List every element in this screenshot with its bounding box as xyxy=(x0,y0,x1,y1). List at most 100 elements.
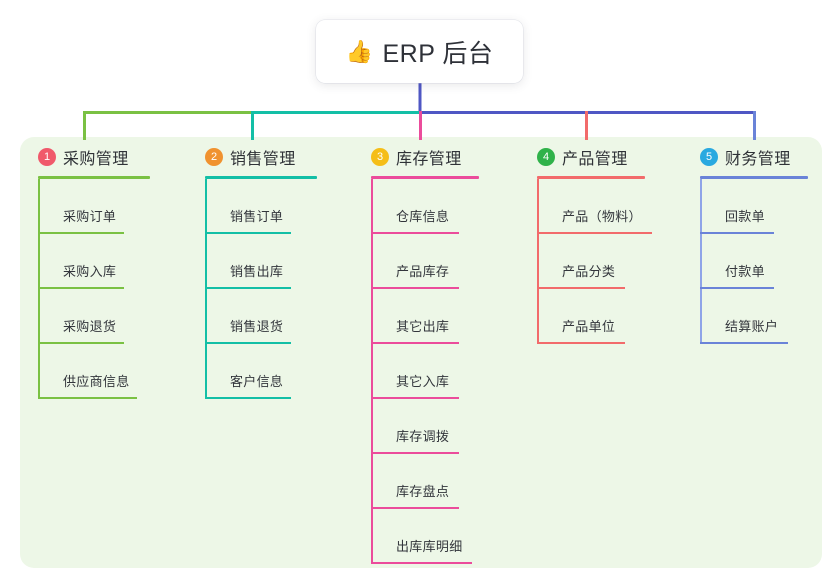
leaf-item[interactable]: 采购入库 xyxy=(38,234,150,289)
branch-items-1: 采购订单采购入库采购退货供应商信息 xyxy=(38,179,150,399)
leaf-item-label: 采购退货 xyxy=(63,319,117,334)
branch-spine-4 xyxy=(537,179,539,344)
branch-items-3: 仓库信息产品库存其它出库其它入库库存调拨库存盘点出库库明细 xyxy=(371,179,479,564)
leaf-item[interactable]: 销售订单 xyxy=(205,179,317,234)
root-node-label: ERP 后台 xyxy=(382,39,494,68)
leaf-item[interactable]: 采购退货 xyxy=(38,289,150,344)
leaf-item-label: 产品库存 xyxy=(396,264,450,279)
branch-badge-5: 5 xyxy=(700,148,718,166)
leaf-item[interactable]: 付款单 xyxy=(700,234,808,289)
branch-spine-2 xyxy=(205,179,207,399)
branch-column-1: 1 采购管理采购订单采购入库采购退货供应商信息 xyxy=(38,145,150,399)
branch-spine-1 xyxy=(38,179,40,399)
branch-underline-2 xyxy=(205,176,317,179)
branch-column-5: 5 财务管理回款单付款单结算账户 xyxy=(700,145,808,344)
leaf-item[interactable]: 产品单位 xyxy=(537,289,645,344)
leaf-item-underline xyxy=(38,232,124,234)
leaf-item[interactable]: 供应商信息 xyxy=(38,344,150,399)
diagram-panel-background xyxy=(20,137,822,568)
leaf-item-label: 结算账户 xyxy=(725,319,779,334)
branch-header-1[interactable]: 1 采购管理 xyxy=(38,145,150,169)
leaf-item-underline xyxy=(537,287,625,289)
leaf-item-label: 库存盘点 xyxy=(396,484,450,499)
leaf-item-underline xyxy=(205,232,291,234)
leaf-item[interactable]: 仓库信息 xyxy=(371,179,479,234)
branch-column-3: 3 库存管理仓库信息产品库存其它出库其它入库库存调拨库存盘点出库库明细 xyxy=(371,145,479,564)
leaf-item-label: 客户信息 xyxy=(230,374,284,389)
leaf-item[interactable]: 回款单 xyxy=(700,179,808,234)
leaf-item-label: 其它出库 xyxy=(396,319,450,334)
leaf-item-label: 仓库信息 xyxy=(396,209,450,224)
branch-badge-1: 1 xyxy=(38,148,56,166)
branch-spine-3 xyxy=(371,179,373,564)
leaf-item-underline xyxy=(371,342,459,344)
leaf-item[interactable]: 出库库明细 xyxy=(371,509,479,564)
branch-items-4: 产品（物料） 产品分类产品单位 xyxy=(537,179,652,344)
leaf-item[interactable]: 采购订单 xyxy=(38,179,150,234)
leaf-item-label: 销售退货 xyxy=(230,319,284,334)
leaf-item-underline xyxy=(700,287,774,289)
branch-title-2: 销售管理 xyxy=(230,151,296,168)
leaf-item-label: 其它入库 xyxy=(396,374,450,389)
leaf-item-label: 产品（物料） xyxy=(562,209,642,224)
branch-underline-3 xyxy=(371,176,479,179)
leaf-item-underline xyxy=(371,397,459,399)
leaf-item-label: 采购订单 xyxy=(63,209,117,224)
branch-title-3: 库存管理 xyxy=(396,151,462,168)
leaf-item[interactable]: 其它出库 xyxy=(371,289,479,344)
leaf-item[interactable]: 库存盘点 xyxy=(371,454,479,509)
branch-items-2: 销售订单销售出库销售退货客户信息 xyxy=(205,179,317,399)
leaf-item-label: 供应商信息 xyxy=(63,374,130,389)
leaf-item-label: 采购入库 xyxy=(63,264,117,279)
branch-header-5[interactable]: 5 财务管理 xyxy=(700,145,808,169)
thumbs-up-icon: 👍 xyxy=(345,38,374,64)
branch-column-4: 4 产品管理产品（物料） 产品分类产品单位 xyxy=(537,145,652,344)
leaf-item-underline xyxy=(38,397,137,399)
leaf-item-label: 产品分类 xyxy=(562,264,616,279)
leaf-item-underline xyxy=(38,342,124,344)
leaf-item-underline xyxy=(700,232,774,234)
leaf-item-label: 产品单位 xyxy=(562,319,616,334)
root-node-title-group: 👍 ERP 后台 xyxy=(346,34,494,70)
leaf-item-label: 销售订单 xyxy=(230,209,284,224)
branch-badge-4: 4 xyxy=(537,148,555,166)
leaf-item-label: 回款单 xyxy=(725,209,765,224)
leaf-item-underline xyxy=(371,562,472,564)
leaf-item[interactable]: 销售退货 xyxy=(205,289,317,344)
branch-spine-5 xyxy=(700,179,702,344)
branch-underline-5 xyxy=(700,176,808,179)
leaf-item[interactable]: 结算账户 xyxy=(700,289,808,344)
branch-underline-4 xyxy=(537,176,645,179)
branch-items-5: 回款单付款单结算账户 xyxy=(700,179,808,344)
leaf-item-label: 出库库明细 xyxy=(396,539,463,554)
branch-badge-3: 3 xyxy=(371,148,389,166)
branch-underline-1 xyxy=(38,176,150,179)
leaf-item-underline xyxy=(205,287,291,289)
branch-header-3[interactable]: 3 库存管理 xyxy=(371,145,479,169)
leaf-item-label: 库存调拨 xyxy=(396,429,450,444)
leaf-item-underline xyxy=(537,342,625,344)
leaf-item-underline xyxy=(371,232,459,234)
leaf-item[interactable]: 销售出库 xyxy=(205,234,317,289)
branch-header-4[interactable]: 4 产品管理 xyxy=(537,145,645,169)
leaf-item[interactable]: 其它入库 xyxy=(371,344,479,399)
leaf-item-underline xyxy=(537,232,652,234)
branch-title-5: 财务管理 xyxy=(725,151,791,168)
branch-title-4: 产品管理 xyxy=(562,151,628,168)
leaf-item-underline xyxy=(38,287,124,289)
root-node-card[interactable]: 👍 ERP 后台 xyxy=(316,20,523,83)
leaf-item-underline xyxy=(371,287,459,289)
branch-title-1: 采购管理 xyxy=(63,151,129,168)
leaf-item-underline xyxy=(371,452,459,454)
leaf-item[interactable]: 产品分类 xyxy=(537,234,645,289)
leaf-item-underline xyxy=(205,342,291,344)
leaf-item[interactable]: 库存调拨 xyxy=(371,399,479,454)
leaf-item-label: 销售出库 xyxy=(230,264,284,279)
leaf-item[interactable]: 客户信息 xyxy=(205,344,317,399)
leaf-item[interactable]: 产品库存 xyxy=(371,234,479,289)
leaf-item-underline xyxy=(205,397,291,399)
leaf-item[interactable]: 产品（物料） xyxy=(537,179,652,234)
leaf-item-underline xyxy=(371,507,459,509)
